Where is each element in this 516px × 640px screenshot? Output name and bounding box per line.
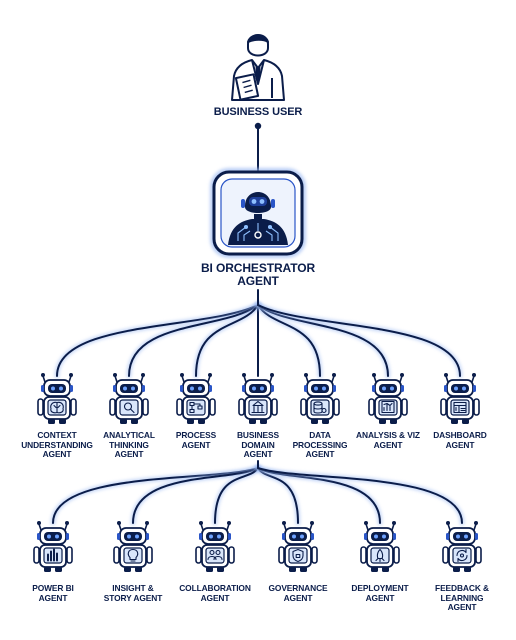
row1-robot-0 [37, 373, 77, 424]
row1-robot-4 [300, 373, 340, 424]
rocket-icon [375, 548, 385, 563]
building-icon [251, 400, 265, 414]
business-user-label: BUSINESS USER [213, 106, 303, 118]
row2-robot-4 [360, 521, 400, 572]
bar-chart-icon [381, 400, 395, 414]
orchestrator-robot-icon [210, 168, 306, 258]
row2-agent-label: POWER BI AGENT [32, 583, 74, 603]
row2-robot-2 [195, 521, 235, 572]
dashboard-icon [453, 401, 467, 414]
row1-agent-label: CONTEXT UNDERSTANDING AGENT [21, 430, 93, 460]
row2-agent-label: INSIGHT & STORY AGENT [103, 583, 163, 603]
row2-robot-1 [113, 521, 153, 572]
people-icon [207, 549, 223, 561]
business-person-icon [231, 34, 285, 101]
row1-agent-label: PROCESS AGENT [175, 430, 217, 450]
row2-agent-label: FEEDBACK & LEARNING AGENT [435, 583, 489, 613]
orchestrator-label: BI ORCHESTRATOR AGENT [200, 261, 316, 288]
lightbulb-icon [127, 548, 139, 562]
row2-agent-label: GOVERNANCE AGENT [268, 583, 328, 603]
connector-lines [50, 122, 465, 526]
row2-robot-3 [278, 521, 318, 572]
row1-robot-1 [109, 373, 149, 424]
feedback-cycle-icon [456, 548, 468, 563]
database-gear-icon [313, 401, 327, 414]
row1-agent-label: DASHBOARD AGENT [433, 430, 487, 450]
row2-robot-5 [442, 521, 482, 572]
shield-lock-icon [292, 548, 304, 563]
row2-agent-label: COLLABORATION AGENT [179, 583, 251, 603]
user-connector-dot [254, 122, 262, 130]
row1-robot-2 [176, 373, 216, 424]
magnifier-icon [123, 402, 135, 414]
row1-agent-label: BUSINESS DOMAIN AGENT [236, 430, 279, 460]
brain-icon [50, 401, 64, 414]
row1-robot-6 [440, 373, 480, 424]
flowchart-icon [189, 401, 203, 414]
row2-agent-label: DEPLOYMENT AGENT [351, 583, 409, 603]
row2-robot-0 [33, 521, 73, 572]
row1-robot-5 [368, 373, 408, 424]
row1-agent-label: DATA PROCESSING AGENT [292, 430, 348, 460]
power-bi-icon [47, 548, 58, 562]
row1-agent-label: ANALYTICAL THINKING AGENT [103, 430, 155, 460]
row1-robot-3 [238, 373, 278, 424]
row1-agent-label: ANALYSIS & VIZ AGENT [356, 430, 420, 450]
